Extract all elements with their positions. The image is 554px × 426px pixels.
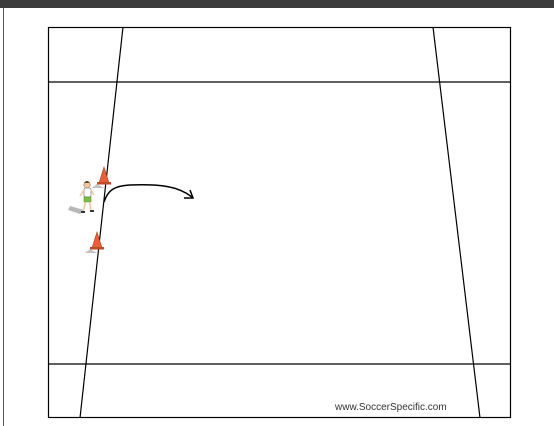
left-channel-line — [80, 27, 123, 418]
curved-arrow — [104, 185, 193, 202]
field-outline — [49, 28, 511, 418]
cone-icon — [85, 232, 104, 253]
cone-icon — [92, 167, 111, 188]
player-icon — [68, 181, 94, 214]
watermark-text: www.SoccerSpecific.com — [334, 402, 447, 413]
right-channel-line — [433, 27, 480, 418]
